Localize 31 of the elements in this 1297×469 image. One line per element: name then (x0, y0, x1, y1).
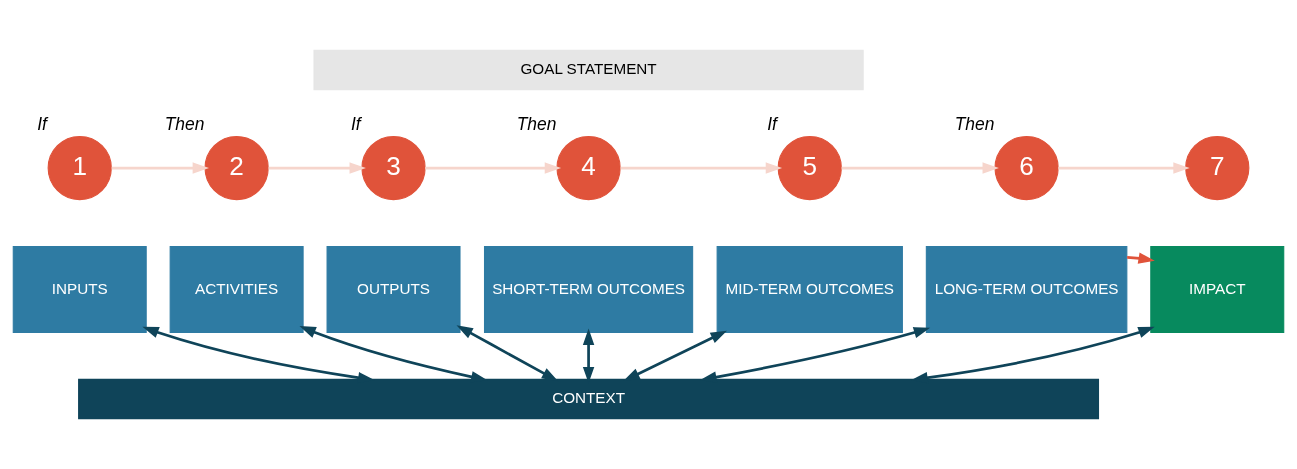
arrow (1127, 252, 1155, 264)
node-box: ACTIVITIES (169, 245, 304, 334)
node-box: GOAL STATEMENT (313, 49, 864, 91)
arrow (111, 162, 209, 174)
arrow (268, 162, 366, 174)
arrow (1058, 162, 1190, 174)
arrow (623, 330, 727, 382)
node-label: If (351, 113, 361, 134)
node-label: Then (164, 113, 205, 134)
arrow (841, 162, 999, 174)
node-box: MID-TERM OUTCOMES (716, 245, 903, 334)
node-circle: 7 (1185, 135, 1250, 201)
node-label: Then (516, 113, 557, 134)
node-circle: 2 (204, 135, 269, 201)
node-circle: 5 (777, 135, 842, 201)
node-box: OUTPUTS (326, 245, 461, 334)
node-circle: 4 (556, 135, 621, 201)
arrow (620, 162, 783, 174)
node-box: LONG-TERM OUTCOMES (925, 245, 1128, 334)
node-box: SHORT-TERM OUTCOMES (483, 245, 694, 334)
node-circle: 6 (994, 135, 1059, 201)
node-box: IMPACT (1150, 245, 1285, 334)
node-box: CONTEXT (78, 378, 1100, 420)
node-box: INPUTS (12, 245, 147, 334)
arrow (425, 162, 562, 174)
node-label: If (767, 113, 777, 134)
node-label: Then (954, 113, 995, 134)
node-circle: 3 (361, 135, 426, 201)
arrow (456, 325, 559, 382)
node-circle: 1 (47, 135, 112, 201)
node-label: If (37, 113, 47, 134)
